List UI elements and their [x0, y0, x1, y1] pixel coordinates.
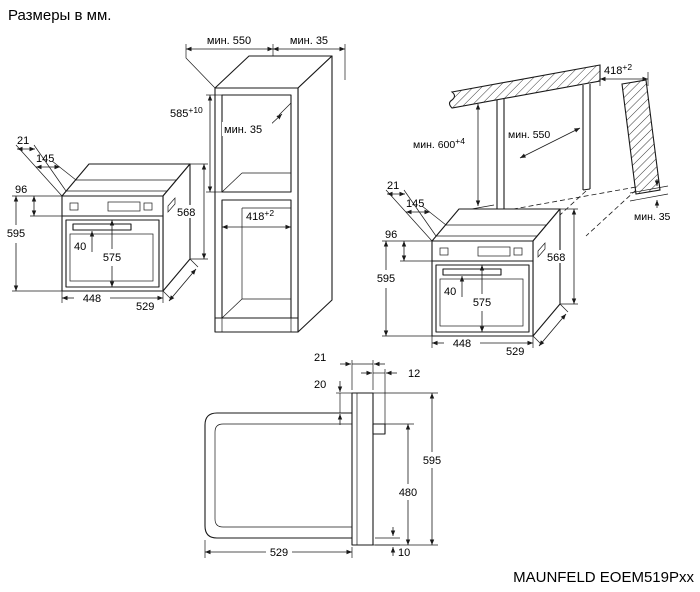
dim-front-width-label: 448	[453, 338, 471, 350]
tall-cabinet-outline	[214, 55, 333, 333]
side-view-outline	[204, 392, 386, 546]
oven-side-slot	[167, 197, 176, 213]
dim-flange-label: 21	[387, 180, 399, 192]
dim-min-depth-label: мин. 550	[508, 129, 550, 141]
oven-display	[477, 246, 511, 257]
dim-bottom-clearance-label: 10	[398, 547, 410, 559]
dim-flange-label: 21	[17, 135, 29, 147]
worktop-section	[448, 64, 601, 109]
dim-lower-height-label: 480	[399, 487, 417, 499]
dim-total-height-label: 595	[423, 455, 441, 467]
dim-front-width-label: 448	[83, 293, 101, 305]
tall-cabinet-dimensions: мин. 550 мин. 35 585+10 мин. 35 418+2	[170, 35, 346, 230]
dim-niche-width-label: 418+2	[604, 62, 632, 77]
dim-panel-height-label: 96	[385, 229, 397, 241]
dim-panel-depth-label: 145	[36, 153, 54, 165]
oven-knob	[69, 202, 79, 211]
oven-diagram-right: 21 145 96 595 40 575 448 529	[377, 180, 578, 358]
oven-side-slot	[537, 242, 546, 258]
dim-depth-label: 529	[506, 346, 524, 358]
dim-depth-label: 529	[136, 301, 154, 313]
oven-knob	[513, 247, 523, 256]
oven-knob	[143, 202, 153, 211]
dim-panel-depth-label: 145	[406, 198, 424, 210]
dim-total-height-label: 595	[7, 228, 25, 240]
oven-side-view-diagram: 21 20 12 595 480	[204, 352, 441, 559]
dim-door-height-label: 575	[473, 297, 491, 309]
side-view-dimensions: 21 20 12 595 480	[204, 352, 441, 559]
dim-min-niche-height-label: мин. 600+4	[413, 136, 465, 151]
dim-handle-offset-label: 40	[444, 286, 456, 298]
oven-handle	[72, 223, 132, 231]
dim-total-height-label: 595	[377, 273, 395, 285]
oven-display	[107, 201, 141, 212]
under-counter-dimensions: 418+2 мин. 600+4 мин. 550 мин. 35	[413, 62, 671, 223]
page-title: Размеры в мм.	[8, 7, 111, 24]
oven-diagram-left: 21 145 96 595 40 575 448 529	[7, 135, 208, 313]
oven-outline	[431, 208, 561, 337]
oven-dimensions: 21 145 96 595 40 575 448 529	[7, 135, 208, 313]
dim-door-thickness-label: 21	[314, 352, 326, 364]
dim-panel-height-label: 96	[15, 184, 27, 196]
dim-body-height-label: 568	[547, 252, 565, 264]
dim-min-back-gap-label: мин. 35	[634, 211, 671, 223]
dim-min-depth-label: мин. 550	[207, 35, 251, 47]
side-wall-section	[621, 79, 661, 195]
side-view-bracket	[372, 423, 386, 435]
under-counter-diagram: 418+2 мин. 600+4 мин. 550 мин. 35	[413, 62, 671, 258]
dim-body-height-label: 568	[177, 207, 195, 219]
dim-min-top-gap-label: мин. 35	[290, 35, 328, 47]
dim-handle-offset-label: 40	[74, 241, 86, 253]
oven-outline	[61, 163, 191, 292]
tall-cabinet-diagram: мин. 550 мин. 35 585+10 мин. 35 418+2	[170, 35, 346, 333]
oven-handle	[442, 268, 502, 276]
side-view-door	[351, 392, 374, 546]
model-name: MAUNFELD EOEM519Pxx	[513, 569, 694, 586]
dim-front-offset-label: 12	[408, 368, 420, 380]
oven-dimensions: 21 145 96 595 40 575 448 529	[377, 180, 578, 358]
dim-top-clearance-label: 20	[314, 379, 326, 391]
dim-door-height-label: 575	[103, 252, 121, 264]
dim-min-back-gap-label: мин. 35	[224, 124, 262, 136]
oven-knob	[439, 247, 449, 256]
dim-niche-height-label: 585+10	[170, 105, 203, 120]
dim-niche-width-label: 418+2	[246, 208, 274, 223]
dim-body-depth-label: 529	[270, 547, 288, 559]
